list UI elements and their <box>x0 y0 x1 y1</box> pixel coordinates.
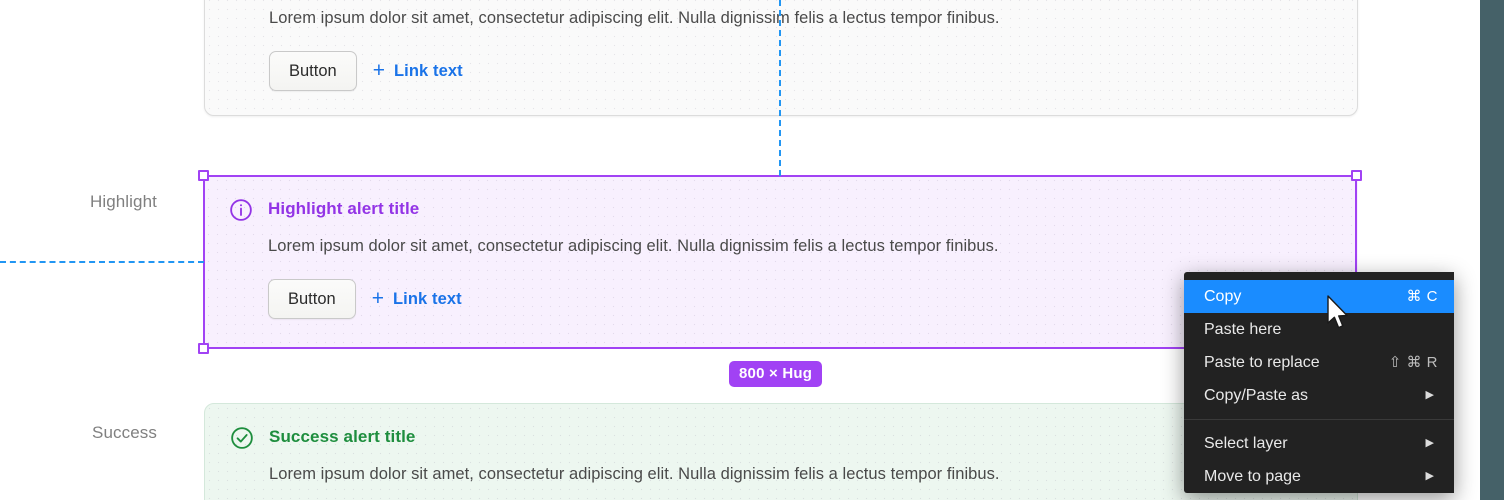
alert-info-inner: Lorem ipsum dolor sit amet, consectetur … <box>205 0 1357 111</box>
menu-item-move-to-page[interactable]: Move to page ▶ <box>1184 460 1454 493</box>
check-circle-icon <box>229 425 255 451</box>
menu-item-copy-paste-as[interactable]: Copy/Paste as ▶ <box>1184 379 1454 412</box>
menu-item-copy-label: Copy <box>1204 288 1242 305</box>
alert-highlight-actions: Button + Link text <box>268 279 1334 319</box>
menu-item-copy-shortcut: ⌘ C <box>1406 288 1438 305</box>
dimension-badge: 800 × Hug <box>729 361 823 387</box>
alignment-guide-vertical <box>779 0 781 176</box>
menu-item-paste-to-replace-shortcut: ⇧ ⌘ R <box>1388 354 1438 371</box>
alert-card-highlight[interactable]: Highlight alert title Lorem ipsum dolor … <box>204 176 1358 348</box>
menu-item-paste-here-label: Paste here <box>1204 321 1282 338</box>
alert-highlight-button[interactable]: Button <box>268 279 356 319</box>
alert-highlight-link-label: Link text <box>392 289 462 308</box>
row-label-highlight: Highlight <box>89 192 157 211</box>
alert-highlight-title: Highlight alert title <box>268 199 420 218</box>
alert-success-description: Lorem ipsum dolor sit amet, consectetur … <box>269 465 1000 483</box>
chevron-right-icon: ▶ <box>1425 470 1434 482</box>
menu-item-select-layer-label: Select layer <box>1204 435 1288 452</box>
mouse-cursor <box>1326 295 1352 333</box>
alert-info-description: Lorem ipsum dolor sit amet, consectetur … <box>269 9 1000 27</box>
menu-item-move-to-page-label: Move to page <box>1204 468 1301 485</box>
alert-highlight-head: Highlight alert title <box>228 198 1334 223</box>
alert-success-inner: Success alert title Lorem ipsum dolor si… <box>205 404 1357 485</box>
alert-info-button[interactable]: Button <box>269 51 357 91</box>
alert-card-success[interactable]: Success alert title Lorem ipsum dolor si… <box>204 403 1358 500</box>
alert-highlight-link[interactable]: + Link text <box>371 287 462 310</box>
context-menu[interactable]: Copy ⌘ C Paste here Paste to replace ⇧ ⌘… <box>1184 272 1454 493</box>
alert-info-link[interactable]: + Link text <box>372 59 463 82</box>
alert-info-link-label: Link text <box>393 61 463 80</box>
row-label-success: Success <box>92 423 157 442</box>
menu-item-paste-to-replace-label: Paste to replace <box>1204 354 1320 371</box>
alignment-guide-horizontal <box>0 261 204 263</box>
plus-icon: + <box>372 59 385 82</box>
chevron-right-icon: ▶ <box>1425 389 1434 401</box>
alert-card-info[interactable]: Lorem ipsum dolor sit amet, consectetur … <box>204 0 1358 116</box>
menu-item-paste-to-replace[interactable]: Paste to replace ⇧ ⌘ R <box>1184 346 1454 379</box>
menu-separator <box>1184 419 1454 420</box>
menu-item-paste-here[interactable]: Paste here <box>1184 313 1454 346</box>
alert-success-head: Success alert title <box>229 426 1333 451</box>
menu-item-copy[interactable]: Copy ⌘ C <box>1184 280 1454 313</box>
info-circle-icon <box>228 197 254 223</box>
right-edge-panel <box>1480 0 1504 500</box>
alert-highlight-inner: Highlight alert title Lorem ipsum dolor … <box>204 176 1358 319</box>
menu-item-copy-paste-as-label: Copy/Paste as <box>1204 387 1309 404</box>
chevron-right-icon: ▶ <box>1425 437 1434 449</box>
menu-item-select-layer[interactable]: Select layer ▶ <box>1184 427 1454 460</box>
plus-icon: + <box>371 287 384 310</box>
alert-highlight-description: Lorem ipsum dolor sit amet, consectetur … <box>268 237 999 255</box>
alert-success-title: Success alert title <box>269 427 416 446</box>
alert-info-actions: Button + Link text <box>269 51 1333 91</box>
